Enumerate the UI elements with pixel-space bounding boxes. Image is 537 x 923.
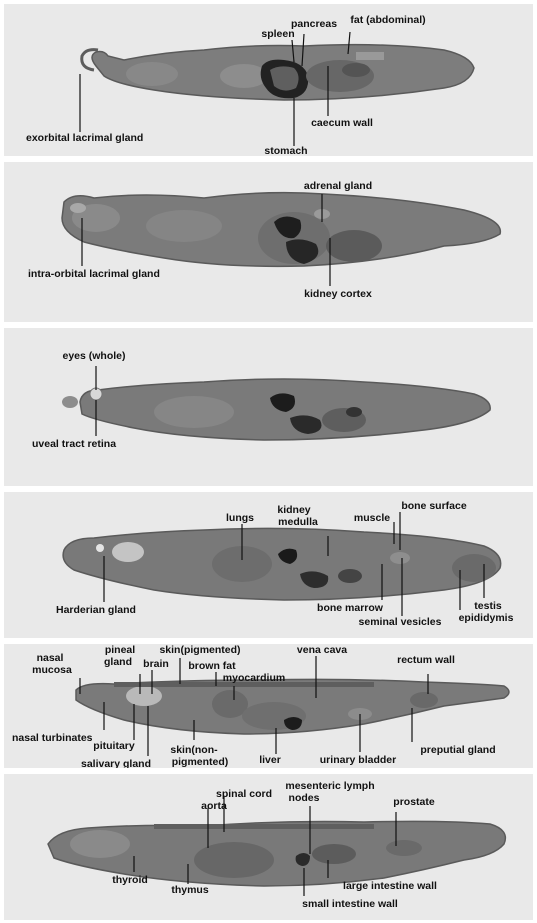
label-salivary-gland: salivary gland <box>81 758 151 768</box>
label-pigmented: pigmented) <box>172 756 229 768</box>
label-liver: liver <box>259 754 281 766</box>
label-pineal: pineal <box>105 644 135 656</box>
label-urinary-bladder: urinary bladder <box>320 754 396 766</box>
label-skin-non: skin(non- <box>170 744 217 756</box>
label-brown-fat: brown fat <box>188 660 235 672</box>
section-panel-5: nasal mucosa pineal gland brain skin(pig… <box>4 644 533 768</box>
callout-lines-2 <box>4 162 533 322</box>
label-gland: gland <box>104 656 132 668</box>
label-stomach: stomach <box>264 145 307 156</box>
label-harderian-gland: Harderian gland <box>56 604 136 616</box>
label-nasal: nasal <box>37 652 64 664</box>
label-pituitary: pituitary <box>93 740 134 752</box>
label-brain: brain <box>143 658 169 670</box>
label-exorbital-lacrimal-gland: exorbital lacrimal gland <box>26 132 143 144</box>
label-skin-pigmented: skin(pigmented) <box>159 644 240 656</box>
label-vena-cava: vena cava <box>297 644 347 656</box>
section-panel-2: adrenal gland intra-orbital lacrimal gla… <box>4 162 533 322</box>
label-bone-surface: bone surface <box>401 500 466 512</box>
label-prostate: prostate <box>393 796 434 808</box>
section-panel-1: spleen pancreas fat (abdominal) exorbita… <box>4 4 533 156</box>
label-small-intestine-wall: small intestine wall <box>302 898 398 910</box>
label-bone-marrow: bone marrow <box>317 602 383 614</box>
label-thymus: thymus <box>171 884 208 896</box>
callout-lines-4 <box>4 492 533 638</box>
label-caecum-wall: caecum wall <box>311 117 373 129</box>
label-rectum-wall: rectum wall <box>397 654 455 666</box>
label-lungs: lungs <box>226 512 254 524</box>
label-epididymis: epididymis <box>459 612 514 624</box>
label-pancreas: pancreas <box>291 18 337 30</box>
label-spinal-cord: spinal cord <box>216 788 272 800</box>
label-kidney: kidney <box>277 504 310 516</box>
label-aorta: aorta <box>201 800 227 812</box>
section-panel-3: eyes (whole) uveal tract retina <box>4 328 533 486</box>
label-adrenal-gland: adrenal gland <box>304 180 372 192</box>
section-panel-4: lungs kidney medulla muscle bone surface… <box>4 492 533 638</box>
label-fat-abdominal: fat (abdominal) <box>350 14 425 26</box>
label-seminal-vesicles: seminal vesicles <box>359 616 442 628</box>
label-testis: testis <box>474 600 501 612</box>
label-thyroid: thyroid <box>112 874 148 886</box>
label-spleen: spleen <box>261 28 294 40</box>
label-mucosa: mucosa <box>32 664 72 676</box>
label-mesenteric-lymph: mesenteric lymph <box>285 780 374 792</box>
section-panel-6: spinal cord aorta mesenteric lymph nodes… <box>4 774 533 920</box>
label-nodes: nodes <box>289 792 320 804</box>
label-intra-orbital-lacrimal-gland: intra-orbital lacrimal gland <box>28 268 160 280</box>
label-nasal-turbinates: nasal turbinates <box>12 732 93 744</box>
label-eyes-whole: eyes (whole) <box>62 350 125 362</box>
label-preputial-gland: preputial gland <box>420 744 495 756</box>
label-muscle: muscle <box>354 512 390 524</box>
label-uveal-tract-retina: uveal tract retina <box>32 438 116 450</box>
label-large-intestine-wall: large intestine wall <box>343 880 437 892</box>
label-medulla: medulla <box>278 516 318 528</box>
label-myocardium: myocardium <box>223 672 285 684</box>
label-kidney-cortex: kidney cortex <box>304 288 372 300</box>
